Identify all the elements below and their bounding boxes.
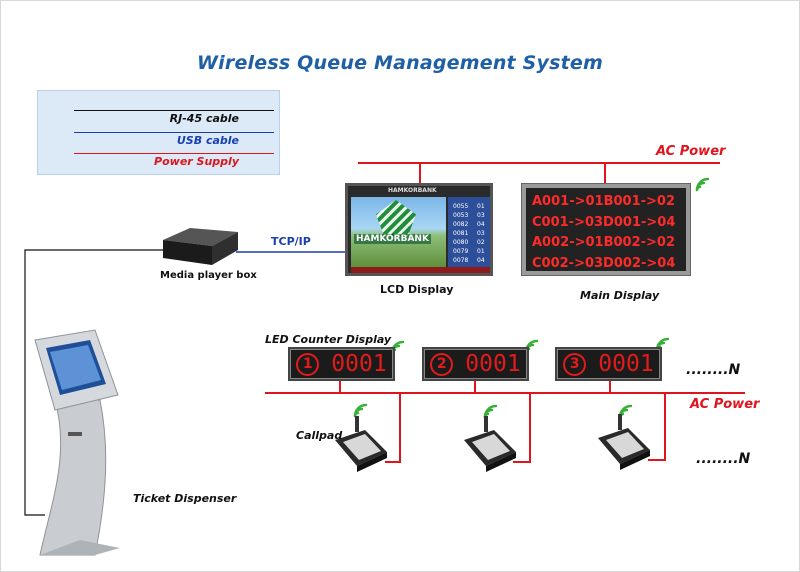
more-counters-indicator: ........N [686,362,741,378]
wifi-icon-main [695,177,710,192]
lcd-counter-cell: 03 [477,212,485,219]
lcd-counter-cell: 04 [477,257,485,264]
lcd-counter-cell: 01 [477,203,485,210]
ticket-dispenser-label: Ticket Dispenser [133,492,237,505]
lcd-ticket-cell: 0081 [453,230,469,237]
legend-power-label: Power Supply [154,155,239,168]
lcd-ticket-cell: 0079 [453,248,469,255]
led-counter-value: 0001 [598,351,654,377]
lcd-ticket-cell: 0078 [453,257,469,264]
callpad-device-2 [464,416,516,472]
callpad-device-1 [335,416,387,472]
main-display-label: Main Display [580,289,660,302]
power-drop-callpad-2 [513,393,531,463]
lcd-ticket-table: 0055 01 0053 03 0082 04 0081 03 0080 02 … [448,197,490,267]
led-counter-value: 0001 [465,351,521,377]
lcd-bank-name: HAMKORBANK [354,234,431,244]
media-player-box-label: Media player box [160,270,257,281]
lcd-bank-header: HAMKORBANK [388,187,437,194]
media-player-box-icon [163,228,238,265]
ac-power-label-bottom: AC Power [690,397,760,412]
led-counter-value: 0001 [331,351,387,377]
main-display-row: A002->01B002->02 [532,235,675,250]
wifi-icon-callpad-1 [353,403,368,418]
main-display-row: C001->03D001->04 [532,214,676,230]
main-display-row: A001->01B001->02 [532,194,675,209]
lcd-display-device: HAMKORBANK HAMKORBANK 0055 01 0053 03 00… [345,183,493,276]
lcd-ticket-cell: 0082 [453,221,469,228]
callpad-label: Callpad [296,429,343,442]
ac-power-label-top: AC Power [656,144,726,159]
wifi-icon-callpad-2 [483,404,498,419]
lcd-counter-cell: 03 [477,230,485,237]
led-counter-display-label: LED Counter Display [265,333,392,346]
callpad-device-3 [598,414,650,470]
lcd-counter-cell: 01 [477,248,485,255]
main-display-row: C002->03D002->04 [532,255,676,271]
lcd-counter-cell: 02 [477,239,485,246]
led-counter-index: 3 [563,352,587,376]
rj45-cable [24,249,165,516]
legend-power-line [74,153,274,154]
diagram-title: Wireless Queue Management System [197,52,603,74]
power-drop-callpad-3 [648,393,666,461]
legend-usb-label: USB cable [176,134,239,147]
main-display-device: A001->01B001->02 C001->03D001->04 A002->… [522,184,690,275]
led-counter-index: 1 [296,352,320,376]
lcd-ticket-cell: 0053 [453,212,469,219]
lcd-display-label: LCD Display [380,283,454,296]
led-counter-display-3: 3 0001 [555,347,662,381]
more-callpads-indicator: ........N [696,451,751,467]
lcd-ticker-bar [351,267,490,273]
ticket-dispenser-kiosk-icon [34,329,120,556]
led-counter-display-1: 1 0001 [288,347,395,381]
led-counter-display-2: 2 0001 [422,347,529,381]
tcp-ip-label: TCP/IP [271,235,311,248]
legend-usb-line [74,132,274,133]
lcd-ticket-cell: 0055 [453,203,469,210]
legend-box: RJ-45 cable USB cable Power Supply [37,90,280,175]
legend-rj45-line [74,110,274,111]
legend-rj45-label: RJ-45 cable [169,112,239,125]
power-drop-callpad-1 [385,393,401,463]
lcd-ticket-cell: 0080 [453,239,469,246]
led-counter-index: 2 [430,352,454,376]
lcd-counter-cell: 04 [477,221,485,228]
